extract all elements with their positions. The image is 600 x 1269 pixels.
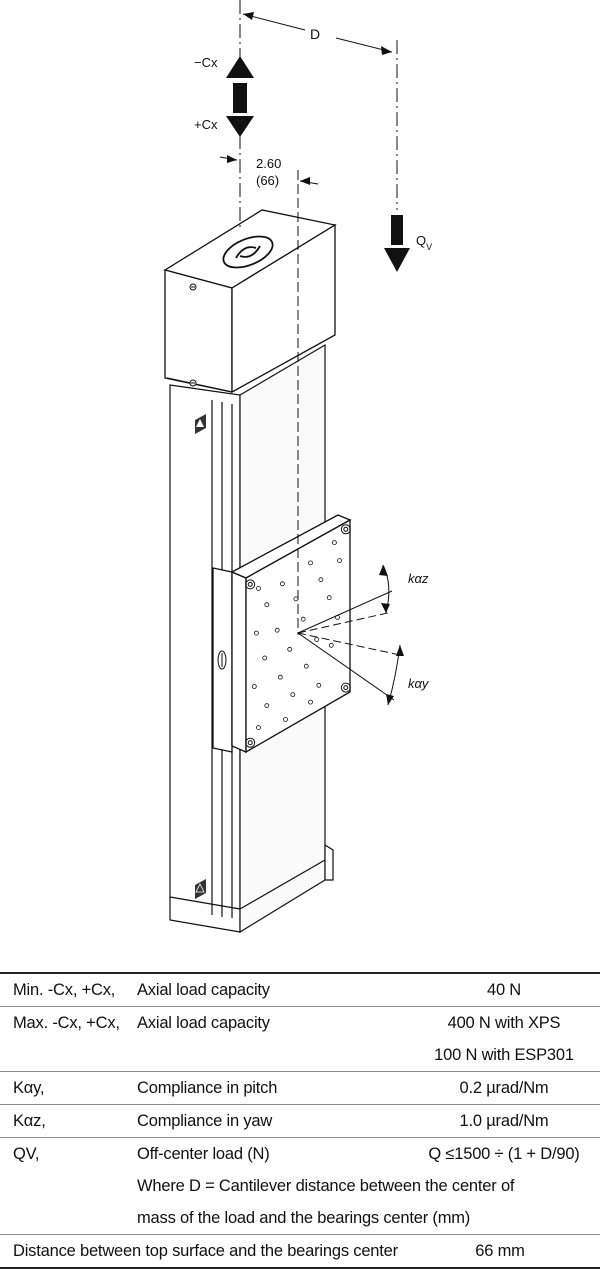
corner-bolt-hole xyxy=(340,524,351,535)
stage-diagram: D −Cx +Cx 2.60 (66) QV kαz kαy xyxy=(163,0,432,934)
description-cell: Compliance in yaw xyxy=(137,1112,273,1130)
table-row: mass of the load and the bearings center… xyxy=(0,1202,600,1234)
mounting-hole xyxy=(290,692,296,697)
carriage-knob-icon xyxy=(217,650,227,670)
corner-bolt-hole xyxy=(343,685,349,691)
axial-load-arrow-icon xyxy=(226,56,254,137)
value-cell: 100 N with ESP301 xyxy=(434,1046,574,1064)
mounting-hole xyxy=(274,627,280,633)
warning-label-icon xyxy=(195,414,206,899)
corner-bolt-hole xyxy=(343,526,349,532)
stage-body xyxy=(169,343,334,934)
description-cell: Off-center load (N) xyxy=(137,1145,270,1163)
value-cell: 40 N xyxy=(486,981,522,999)
label-d: D xyxy=(310,26,320,42)
mounting-hole xyxy=(318,577,324,583)
mounting-hole xyxy=(287,646,293,652)
mounting-hole xyxy=(256,725,261,730)
corner-bolt-hole xyxy=(245,737,256,748)
table-row: 100 N with ESP301 xyxy=(0,1039,600,1071)
label-minus-cx: −Cx xyxy=(194,55,218,70)
mounting-hole xyxy=(256,586,261,591)
mounting-hole xyxy=(253,630,259,636)
param-cell: Min. -Cx, +Cx, xyxy=(13,981,116,999)
corner-bolt-hole xyxy=(340,682,351,693)
mounting-hole xyxy=(277,674,283,680)
mounting-hole xyxy=(251,684,257,689)
mounting-hole xyxy=(264,703,270,708)
value-cell: 0.2 µrad/Nm xyxy=(459,1079,549,1097)
label-kaz: kαz xyxy=(408,571,429,586)
label-kay: kαy xyxy=(408,676,430,691)
table-row: Kαy, Compliance in pitch 0.2 µrad/Nm xyxy=(0,1071,600,1104)
value-cell: Q ≤1500 ÷ (1 + D/90) xyxy=(428,1145,580,1163)
mounting-hole xyxy=(283,717,288,722)
spec-table: Min. -Cx, +Cx, Axial load capacity 40 N … xyxy=(0,972,600,1269)
corner-bolt-hole xyxy=(247,740,253,746)
corner-bolt-hole xyxy=(245,579,256,590)
mounting-hole xyxy=(300,616,306,622)
mounting-hole xyxy=(316,682,322,688)
mounting-hole xyxy=(328,642,334,648)
mounting-hole xyxy=(279,581,285,587)
mounting-hole xyxy=(308,560,313,566)
param-cell: QV, xyxy=(13,1145,40,1163)
value-cell: 1.0 µrad/Nm xyxy=(459,1112,549,1130)
table-row: Max. -Cx, +Cx, Axial load capacity 400 N… xyxy=(0,1006,600,1039)
mounting-hole xyxy=(326,595,332,601)
table-row: Min. -Cx, +Cx, Axial load capacity 40 N xyxy=(0,972,600,1006)
footer-value: 66 mm xyxy=(475,1242,525,1260)
description-cell: Axial load capacity xyxy=(137,1014,270,1032)
param-cell: Kαz, xyxy=(13,1112,46,1130)
mounting-hole xyxy=(308,699,313,705)
brand-logo-icon xyxy=(222,235,274,269)
label-plus-cx: +Cx xyxy=(194,117,218,132)
label-offset-mm: 2.60 xyxy=(256,156,281,171)
carriage xyxy=(212,514,352,754)
mounting-hole xyxy=(331,540,337,545)
param-cell: Kαy, xyxy=(13,1079,45,1097)
description-cell: Where D = Cantilever distance between th… xyxy=(137,1177,515,1195)
mounting-hole xyxy=(264,602,270,608)
table-row: QV, Off-center load (N) Q ≤1500 ÷ (1 + D… xyxy=(0,1137,600,1170)
param-cell: Max. -Cx, +Cx, xyxy=(13,1014,120,1032)
description-cell: mass of the load and the bearings center… xyxy=(137,1209,471,1227)
arrowheads xyxy=(227,12,404,705)
description-cell: Axial load capacity xyxy=(137,981,270,999)
value-cell: 400 N with XPS xyxy=(447,1014,561,1032)
mounting-hole xyxy=(262,655,268,661)
table-row: Kαz, Compliance in yaw 1.0 µrad/Nm xyxy=(0,1104,600,1137)
screw-icon xyxy=(189,283,197,387)
table-row: Where D = Cantilever distance between th… xyxy=(0,1170,600,1202)
description-cell: Compliance in pitch xyxy=(137,1079,278,1097)
mounting-holes xyxy=(245,524,351,748)
motor-housing xyxy=(163,209,337,394)
label-qv: QV xyxy=(416,233,432,252)
corner-bolt-hole xyxy=(247,581,253,587)
mounting-hole xyxy=(337,558,343,563)
label-offset-in: (66) xyxy=(256,173,279,188)
mounting-hole xyxy=(303,663,309,669)
offcenter-load-arrow-icon xyxy=(384,215,410,272)
footer-label: Distance between top surface and the bea… xyxy=(13,1242,398,1260)
